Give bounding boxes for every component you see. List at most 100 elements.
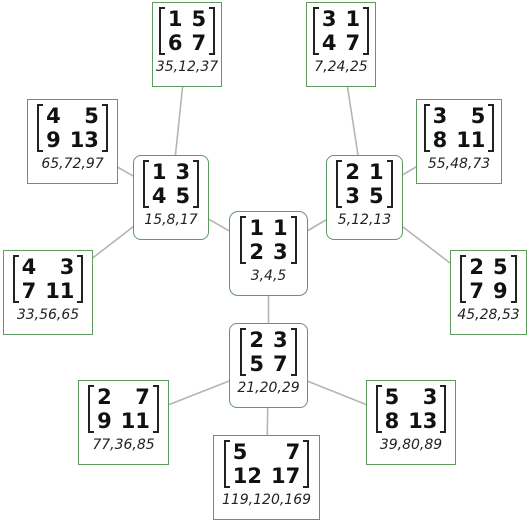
matrix-cell: 1: [167, 7, 183, 31]
matrix-cell: 6: [167, 31, 183, 55]
matrix-cell: 3: [273, 240, 288, 264]
matrix-cell: 5: [470, 104, 486, 128]
matrix-cell: 7: [285, 440, 301, 464]
matrix-row: 7 11: [22, 279, 75, 303]
matrix-cell: 5: [84, 104, 99, 128]
left-bracket: [88, 385, 95, 433]
matrix-cell: 7: [469, 279, 484, 303]
matrix-cell: 1: [345, 7, 361, 31]
matrix-cell: 2: [249, 240, 264, 264]
matrix-cell: 17: [271, 464, 301, 488]
matrix-cell: 4: [151, 184, 167, 208]
matrix-cell: 11: [45, 279, 75, 303]
matrix-cell: 5: [493, 255, 508, 279]
right-bracket: [386, 160, 393, 208]
matrix-cell: 5: [384, 385, 400, 409]
matrix-cell: 13: [408, 409, 438, 433]
matrix-cell: 3: [422, 385, 438, 409]
matrix-cell: 3: [321, 7, 337, 31]
matrix-cell: 3: [273, 328, 288, 352]
left-bracket: [312, 7, 319, 55]
left-bracket: [158, 7, 165, 55]
left-bracket: [336, 160, 343, 208]
matrix-row: 9 11: [97, 409, 150, 433]
matrix-cell: 13: [69, 128, 99, 152]
matrix-cell: 7: [21, 279, 37, 303]
matrix-cell: 2: [97, 385, 112, 409]
triple-label: 33,56,65: [16, 307, 80, 323]
left-bracket: [37, 104, 44, 152]
matrix-cell: 5: [175, 184, 191, 208]
left-bracket: [240, 216, 247, 264]
matrix-cell: 5: [232, 440, 248, 464]
triple-label: 35,12,37: [155, 59, 219, 75]
left-bracket: [12, 255, 19, 303]
triple-label: 5,12,13: [337, 212, 392, 228]
right-bracket: [101, 104, 108, 152]
right-bracket: [290, 328, 297, 376]
matrix-cell: 2: [249, 328, 264, 352]
matrix-cell: 2: [469, 255, 484, 279]
triple-label: 77,36,85: [92, 437, 155, 453]
matrix-cell: 9: [97, 409, 112, 433]
matrix-cell: 4: [21, 255, 37, 279]
left-bracket: [142, 160, 149, 208]
right-bracket: [290, 216, 297, 264]
left-bracket: [223, 440, 230, 488]
triple-label: 45,28,53: [457, 307, 520, 323]
matrix-cell: 5: [249, 352, 264, 376]
right-bracket: [440, 385, 447, 433]
matrix-cell: 5: [191, 7, 207, 31]
right-bracket: [363, 7, 370, 55]
left-bracket: [375, 385, 382, 433]
matrix-cell: 1: [369, 160, 384, 184]
matrix-cell: 1: [151, 160, 167, 184]
matrix-cell: 7: [345, 31, 361, 55]
right-bracket: [488, 104, 495, 152]
matrix-cell: 11: [456, 128, 486, 152]
left-bracket: [240, 328, 247, 376]
triple-label: 3,4,5: [250, 268, 287, 284]
triple-label: 21,20,29: [237, 380, 300, 396]
matrix-cell: 11: [120, 409, 150, 433]
right-bracket: [209, 7, 216, 55]
matrix-cell: 8: [384, 409, 400, 433]
